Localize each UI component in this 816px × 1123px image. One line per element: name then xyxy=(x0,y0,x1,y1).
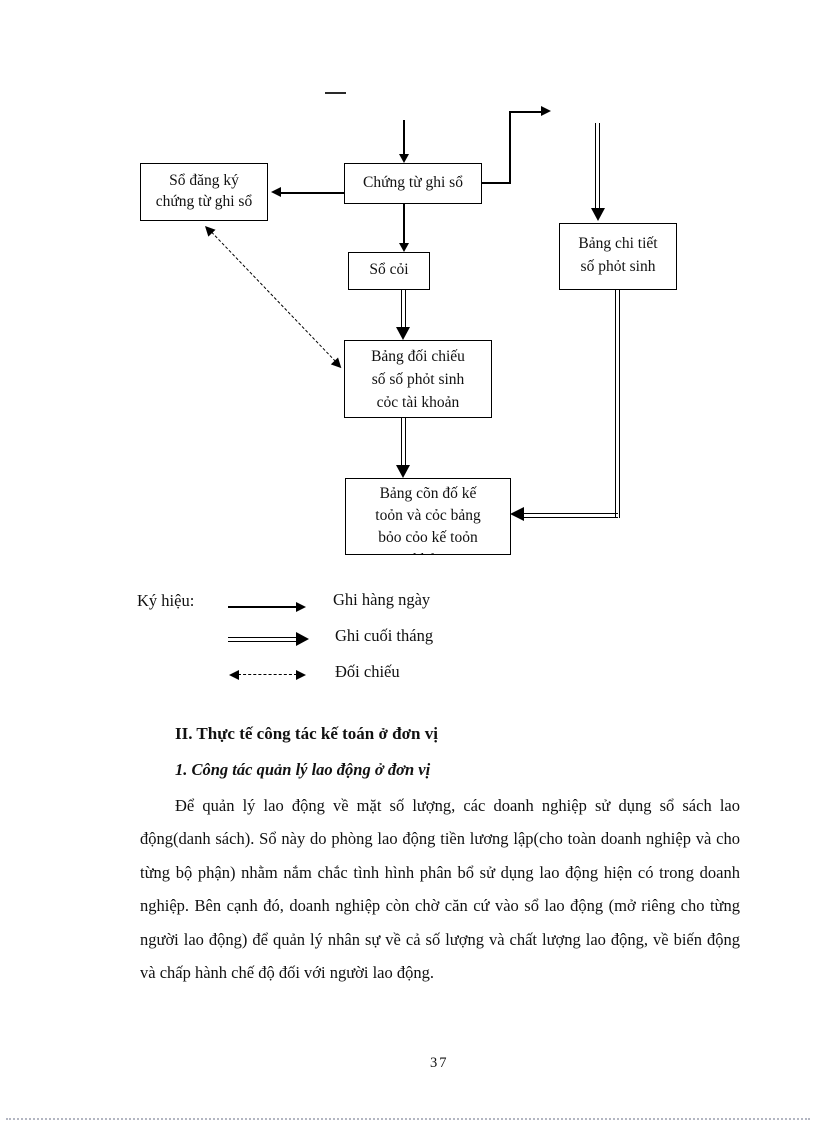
flow-box-label: bỏo cỏo kế toỏn xyxy=(378,529,478,546)
arrow-head-right-icon xyxy=(541,106,551,116)
elbow-connector-v xyxy=(509,112,511,184)
legend-label-reconcile: Đối chiếu xyxy=(335,662,400,681)
flow-box-label: Bảng đối chiếu xyxy=(371,348,465,365)
flow-box-label: số số phỏt sinh xyxy=(371,371,465,388)
flow-box-label: chứng từ ghi sổ xyxy=(155,193,253,210)
double-line-into-candoi xyxy=(524,513,618,518)
legend-solid-arrow xyxy=(228,606,296,608)
section-heading: II. Thực tế công tác kế toán ở đơn vị xyxy=(175,724,438,743)
arrow-head-right-large-icon xyxy=(296,632,309,646)
legend-label-daily: Ghi hàng ngày xyxy=(333,590,431,609)
flow-box-label: Bảng chi tiết xyxy=(578,235,658,252)
flow-box-chung-tu-ghi-so: Chứng từ ghi sổ xyxy=(344,163,482,204)
flow-box-so-dang-ky: Sổ đăng ký chứng từ ghi sổ xyxy=(140,163,268,221)
arrow-line-to-dangky xyxy=(281,192,344,194)
elbow-connector-h1 xyxy=(482,182,511,184)
flow-box-label: toỏn và cỏc bảng xyxy=(375,507,481,524)
flow-box-bang-can-doi: Bảng cõn đố kế toỏn và cỏc bảng bỏo cỏo … xyxy=(345,478,511,555)
page-number: 37 xyxy=(430,1055,449,1071)
double-line-into-chitiet xyxy=(595,123,600,209)
arrow-head-right-icon xyxy=(296,670,306,680)
flow-box-label: Chứng từ ghi sổ xyxy=(363,174,463,191)
flow-box-label: Sổ cỏi xyxy=(369,261,409,278)
flow-box-label-clipped: khỏc xyxy=(346,549,510,554)
flow-box-label: số phỏt sinh xyxy=(580,258,656,275)
flow-box-label: Bảng cõn đố kế xyxy=(379,485,477,502)
page-bottom-dotted-border xyxy=(6,1118,810,1120)
subsection-heading: 1. Công tác quản lý lao động ở đơn vị xyxy=(175,760,431,779)
double-line-chitiet-down xyxy=(615,289,620,518)
dashed-reconciliation-arrow xyxy=(201,222,346,372)
arrow-head-down-large-icon xyxy=(396,465,410,478)
dashed-line xyxy=(238,674,297,675)
arrow-head-down-icon xyxy=(399,154,409,163)
flow-box-so-cai: Sổ cỏi xyxy=(348,252,430,290)
arrow-head-down-large-icon xyxy=(396,327,410,340)
top-dash-mark xyxy=(325,92,346,94)
body-paragraph: Để quản lý lao động về mặt số lượng, các… xyxy=(140,796,740,983)
arrow-head-left-icon xyxy=(229,670,239,680)
flow-box-label: cỏc tài khoản xyxy=(376,394,460,411)
flow-box-bang-doi-chieu: Bảng đối chiếu số số phỏt sinh cỏc tài k… xyxy=(344,340,492,418)
elbow-connector-h2 xyxy=(509,111,541,113)
arrow-head-right-icon xyxy=(296,602,306,612)
legend-dashed-arrow xyxy=(229,669,306,681)
arrow-head-left-large-icon xyxy=(510,507,524,521)
flow-box-bang-chi-tiet: Bảng chi tiết số phỏt sinh xyxy=(559,223,677,290)
flow-box-label: Sổ đăng ký xyxy=(169,172,239,189)
legend-title: Ký hiệu: xyxy=(137,591,195,610)
double-line-socai-doichieu xyxy=(401,289,406,328)
dashed-line xyxy=(211,231,336,362)
double-line-doichieu-candoi xyxy=(401,417,406,466)
arrow-head-left-icon xyxy=(271,187,281,197)
legend-double-arrow xyxy=(228,637,296,642)
arrow-line-into-chungtu xyxy=(403,120,405,155)
arrow-line-chungtu-socai xyxy=(403,203,405,243)
arrow-head-down-large-icon xyxy=(591,208,605,221)
arrow-head-down-icon xyxy=(399,243,409,252)
legend-label-monthly: Ghi cuối tháng xyxy=(335,626,434,645)
